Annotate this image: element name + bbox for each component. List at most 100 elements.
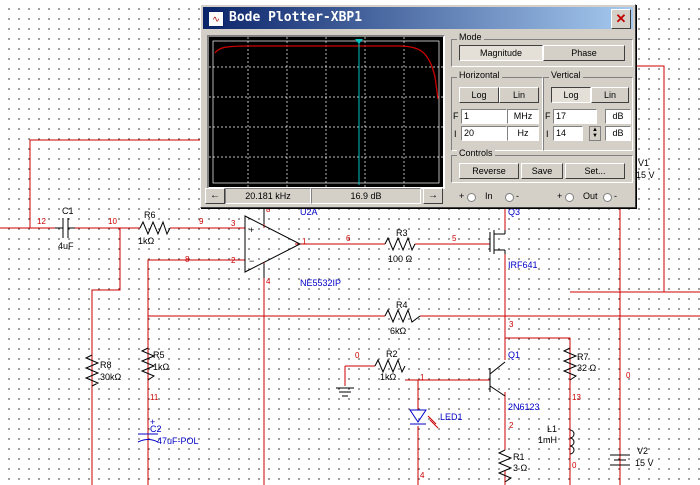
vertical-initial-input[interactable]: 14 (553, 126, 583, 141)
c1-value: 4uF (58, 241, 74, 251)
horizontal-f-label: F (453, 111, 459, 121)
r5-name: R5 (153, 350, 165, 360)
q1-name: Q1 (508, 350, 520, 360)
bode-plot (209, 37, 443, 187)
u2a-minus: − (249, 256, 254, 266)
bode-plotter-window[interactable]: ∿ Bode Plotter-XBP1 ✕ ← 20.181 kHz 16.9 (200, 4, 636, 208)
mosfet-q3[interactable] (489, 230, 506, 254)
plot-grid (209, 37, 443, 187)
in-minus-terminal-icon[interactable] (505, 193, 514, 202)
in-minus-label: - (516, 191, 519, 201)
led1-name: LED1 (440, 412, 463, 422)
r2-value: 1kΩ (380, 372, 397, 382)
reverse-button[interactable]: Reverse (459, 163, 519, 179)
ground-symbol (336, 387, 354, 397)
q3-name: Q3 (508, 207, 520, 217)
vertical-initial-unit[interactable]: dB (605, 126, 631, 141)
cursor-handle-icon[interactable] (355, 39, 363, 44)
title-bar[interactable]: ∿ Bode Plotter-XBP1 ✕ (203, 7, 633, 29)
r8-value: 30kΩ (100, 372, 122, 382)
controls-group (451, 155, 633, 183)
magnitude-button[interactable]: Magnitude (459, 45, 543, 61)
plot-screen[interactable] (207, 35, 445, 189)
resistor-r2[interactable] (374, 358, 406, 374)
magnitude-readout: 16.9 dB (311, 188, 421, 204)
resistor-r7[interactable] (562, 347, 578, 381)
r1-value: 3 Ω (513, 463, 528, 473)
close-button[interactable]: ✕ (611, 9, 631, 29)
node-13: 13 (572, 393, 581, 402)
r7-value: 32 Ω (577, 363, 597, 373)
node-1b: 1 (420, 373, 425, 382)
resistor-r4[interactable] (384, 308, 421, 324)
r5-value: 1kΩ (153, 362, 170, 372)
u2a-part: NE5532IP (300, 278, 341, 288)
led-led1[interactable] (409, 409, 439, 429)
node-0c: 0 (572, 461, 577, 470)
out-plus-terminal-icon[interactable] (565, 193, 574, 202)
c2-value: 47uF-POL (157, 436, 199, 446)
vertical-final-unit[interactable]: dB (605, 109, 631, 124)
node-0a: 0 (355, 351, 360, 360)
vertical-i-label: I (546, 129, 549, 139)
in-plus-label: + (459, 191, 465, 201)
set-button[interactable]: Set... (565, 163, 625, 179)
r4-name: R4 (396, 300, 408, 310)
vertical-lin-button[interactable]: Lin (591, 87, 629, 103)
u2a-name: U2A (300, 207, 318, 217)
node-1: 1 (302, 237, 307, 246)
node-11: 11 (150, 393, 159, 402)
node-4: 4 (266, 277, 271, 286)
horizontal-initial-input[interactable]: 20 (461, 126, 507, 141)
phase-button[interactable]: Phase (543, 45, 625, 61)
r4-value: 6kΩ (390, 326, 407, 336)
horizontal-initial-unit[interactable]: Hz (507, 126, 539, 141)
v1-name: V1 (638, 158, 649, 168)
vertical-final-input[interactable]: 17 (553, 109, 597, 124)
horizontal-log-button[interactable]: Log (459, 87, 499, 103)
resistor-r3[interactable] (384, 236, 416, 252)
horizontal-final-unit[interactable]: MHz (507, 109, 539, 124)
capacitor-c1[interactable] (55, 218, 75, 238)
controls-label: Controls (457, 148, 495, 158)
horizontal-i-label: I (454, 129, 457, 139)
opamp-u2a[interactable] (244, 206, 302, 278)
resistor-r1[interactable] (497, 449, 513, 483)
battery-v2[interactable] (610, 454, 630, 466)
bjt-q1[interactable] (489, 361, 506, 397)
magnitude-curve (214, 45, 439, 100)
node-3: 3 (231, 219, 236, 228)
resistor-r5[interactable] (140, 347, 156, 381)
node-2: 2 (231, 256, 236, 265)
out-minus-label: - (614, 191, 617, 201)
capacitor-c2[interactable] (137, 433, 159, 443)
bode-plotter-icon: ∿ (208, 11, 224, 27)
node-8a: 8 (185, 255, 190, 264)
inductor-l1[interactable] (569, 429, 575, 455)
r3-value: 100 Ω (388, 254, 413, 264)
u2a-plus: + (249, 225, 254, 235)
node-6: 6 (346, 234, 351, 243)
r8-name: R8 (100, 360, 112, 370)
mode-group (451, 39, 633, 67)
resistor-r8[interactable] (84, 354, 100, 387)
r7-name: R7 (577, 352, 589, 362)
vertical-initial-spinner-icon[interactable]: ▲▼ (589, 126, 601, 141)
save-button[interactable]: Save (521, 163, 563, 179)
r6-value: 1kΩ (138, 236, 155, 246)
c2-name: C2 (150, 424, 162, 434)
resistor-r6[interactable] (139, 220, 171, 236)
in-plus-terminal-icon[interactable] (467, 193, 476, 202)
horizontal-label: Horizontal (457, 70, 502, 80)
vertical-log-button[interactable]: Log (551, 87, 591, 103)
cursor-left-button[interactable]: ← (205, 188, 225, 204)
horizontal-final-input[interactable]: 1 (461, 109, 507, 124)
horizontal-lin-button[interactable]: Lin (499, 87, 539, 103)
out-minus-terminal-icon[interactable] (603, 193, 612, 202)
cursor-right-button[interactable]: → (423, 188, 443, 204)
node-4b: 4 (420, 471, 425, 480)
l1-name: L1 (547, 424, 557, 434)
v1-value: 15 V (636, 170, 655, 180)
v2-value: 15 V (635, 458, 654, 468)
r6-name: R6 (144, 210, 156, 220)
